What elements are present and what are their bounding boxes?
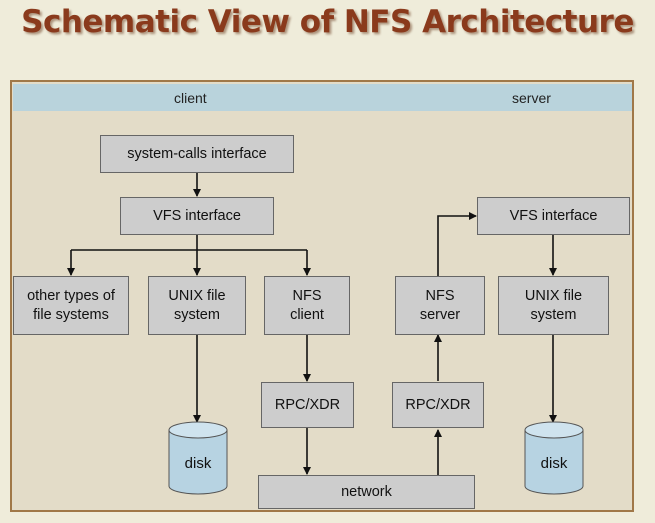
system-calls-interface-box: system-calls interface — [100, 135, 294, 173]
client-rpc-xdr-box: RPC/XDR — [261, 382, 354, 428]
server-vfs-interface-box: VFS interface — [477, 197, 630, 235]
server-header: server — [512, 90, 551, 106]
server-disk-label: disk — [540, 455, 568, 472]
nfs-server-box: NFS server — [395, 276, 485, 335]
server-unix-fs-box: UNIX file system — [498, 276, 609, 335]
client-disk — [168, 421, 228, 495]
client-vfs-interface-box: VFS interface — [120, 197, 274, 235]
client-disk-label: disk — [184, 455, 212, 472]
client-header: client — [174, 90, 207, 106]
nfs-client-box: NFS client — [264, 276, 350, 335]
header-band — [13, 84, 632, 111]
server-disk — [524, 421, 584, 495]
network-box: network — [258, 475, 475, 509]
arrow-nfs-server-to-vfs — [437, 212, 477, 276]
client-unix-fs-box: UNIX file system — [148, 276, 246, 335]
other-file-systems-box: other types of file systems — [13, 276, 129, 335]
server-rpc-xdr-box: RPC/XDR — [392, 382, 484, 428]
page-title: Schematic View of NFS Architecture — [21, 4, 634, 40]
